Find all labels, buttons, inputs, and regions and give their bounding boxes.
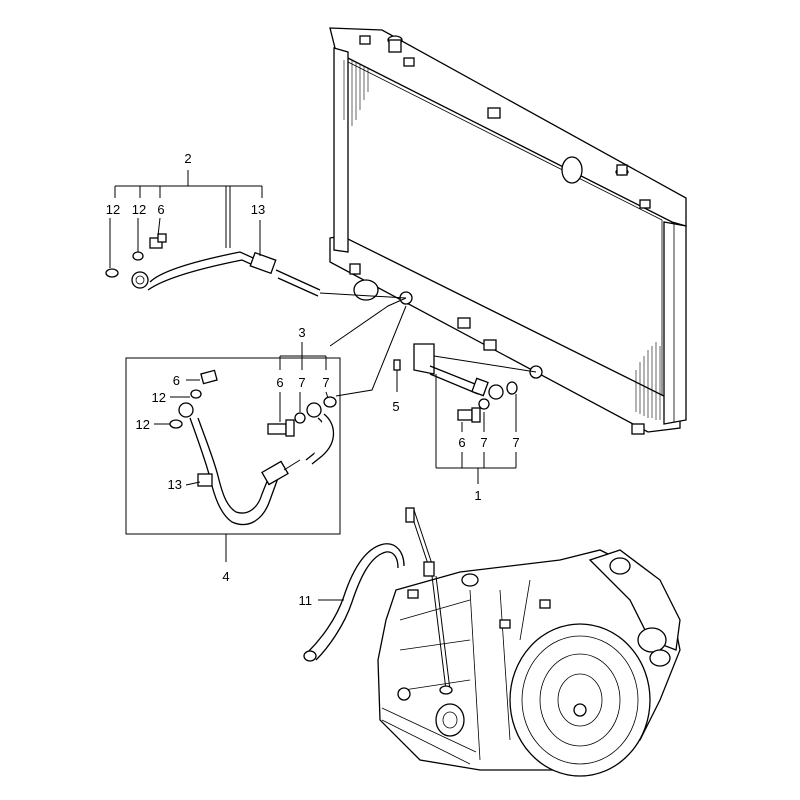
radiator-fins-left: [343, 58, 369, 126]
leader-group-4-items: [154, 379, 201, 486]
callout-1: 1: [474, 488, 481, 503]
dipstick: [405, 507, 453, 695]
callout-5: 5: [392, 399, 399, 414]
hose-group-1: [413, 343, 537, 423]
clip-5: [393, 359, 401, 392]
callout-4-12a: 12: [152, 390, 166, 405]
transmission: [377, 549, 681, 777]
callout-2-13: 13: [251, 202, 265, 217]
callout-1-7b: 7: [512, 435, 519, 450]
callout-11: 11: [299, 593, 313, 608]
callout-1-7a: 7: [480, 435, 487, 450]
hose-group-3: [267, 297, 407, 465]
callout-1-6: 6: [458, 435, 465, 450]
callout-2: 2: [184, 151, 191, 166]
callout-2-12b: 12: [132, 202, 146, 217]
oil-cooler-hose-upper: [105, 233, 407, 299]
breather-hose: [303, 543, 405, 662]
leader-group-3: [279, 342, 329, 422]
callout-3-7b: 7: [322, 375, 329, 390]
callout-4-6: 6: [173, 373, 180, 388]
leader-group-2: [109, 170, 263, 268]
callout-4-13: 13: [168, 477, 182, 492]
callout-4: 4: [222, 569, 229, 584]
leader-group-1: [435, 374, 517, 484]
callout-2-12a: 12: [106, 202, 120, 217]
callout-4-12b: 12: [136, 417, 150, 432]
callout-3-6: 6: [276, 375, 283, 390]
radiator: [329, 27, 687, 435]
callout-3: 3: [298, 325, 305, 340]
radiator-fins-right: [635, 342, 661, 420]
callout-2-6: 6: [157, 202, 164, 217]
oil-cooler-hose-lower: [169, 369, 301, 526]
callout-3-7a: 7: [298, 375, 305, 390]
